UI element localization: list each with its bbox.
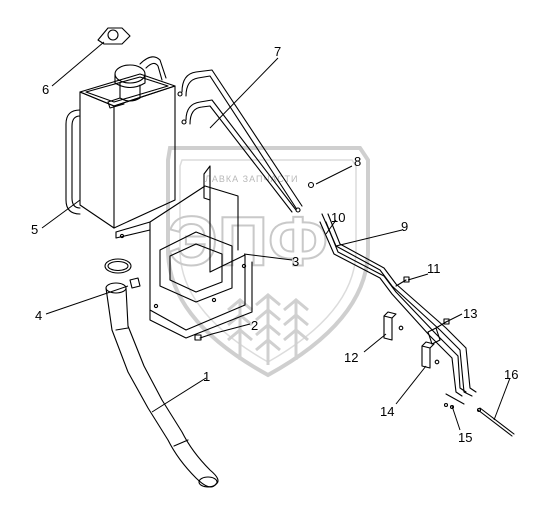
callout-12: 12 xyxy=(344,350,358,365)
part-11-bolt xyxy=(395,276,410,287)
callout-7: 7 xyxy=(274,44,281,59)
part-2-bolt xyxy=(194,333,213,341)
part-4-hose-clamp xyxy=(104,258,141,289)
part-16-rod xyxy=(476,407,515,437)
leader-10 xyxy=(325,219,337,235)
leader-15 xyxy=(451,405,461,431)
leader-13 xyxy=(445,313,463,323)
leader-1 xyxy=(151,377,207,413)
callout-2: 2 xyxy=(251,318,258,333)
leader-7 xyxy=(209,57,279,129)
part-8-ring xyxy=(307,181,315,189)
leader-16 xyxy=(493,377,511,421)
part-3-bracket xyxy=(115,165,253,339)
leader-8 xyxy=(315,165,353,185)
leader-14 xyxy=(395,365,427,405)
leader-lines xyxy=(41,41,511,431)
part-6-cap-gasket xyxy=(97,27,131,45)
callout-11: 11 xyxy=(427,261,441,276)
part-7-tubes xyxy=(177,69,303,213)
callout-5: 5 xyxy=(31,222,38,237)
callout-4: 4 xyxy=(35,308,42,323)
callout-labels: 1 2 3 4 5 6 7 8 9 10 11 12 13 14 15 16 xyxy=(31,44,518,445)
callout-13: 13 xyxy=(463,306,477,321)
part-1-hose xyxy=(105,282,219,488)
callout-15: 15 xyxy=(458,430,472,445)
part-5-expansion-tank xyxy=(65,56,176,229)
watermark-top-text: ЛАВКА ЗАПЧАСТИ xyxy=(205,174,298,184)
watermark-letters: ЭПФ xyxy=(168,202,328,280)
callout-8: 8 xyxy=(354,154,361,169)
callout-16: 16 xyxy=(504,367,518,382)
leader-5 xyxy=(41,199,81,229)
leader-3 xyxy=(243,253,293,261)
part-9-10-pipes xyxy=(319,213,477,397)
leader-4 xyxy=(45,285,129,315)
callout-9: 9 xyxy=(401,219,408,234)
part-12-clip xyxy=(383,311,404,341)
callout-14: 14 xyxy=(380,404,394,419)
callout-1: 1 xyxy=(203,369,210,384)
callout-6: 6 xyxy=(42,82,49,97)
leader-12 xyxy=(363,333,387,353)
part-14-clip xyxy=(421,341,440,369)
leader-6 xyxy=(51,41,105,87)
watermark: ЛАВКА ЗАПЧАСТИ ЭПФ xyxy=(166,146,370,378)
part-13-bolt xyxy=(427,318,450,345)
part-15-pin xyxy=(443,393,465,410)
leader-9 xyxy=(335,229,403,247)
leader-2 xyxy=(211,323,251,335)
leader-11 xyxy=(407,273,429,281)
watermark-wheat-icon xyxy=(227,293,309,365)
callout-10: 10 xyxy=(331,210,345,225)
callout-3: 3 xyxy=(292,254,299,269)
